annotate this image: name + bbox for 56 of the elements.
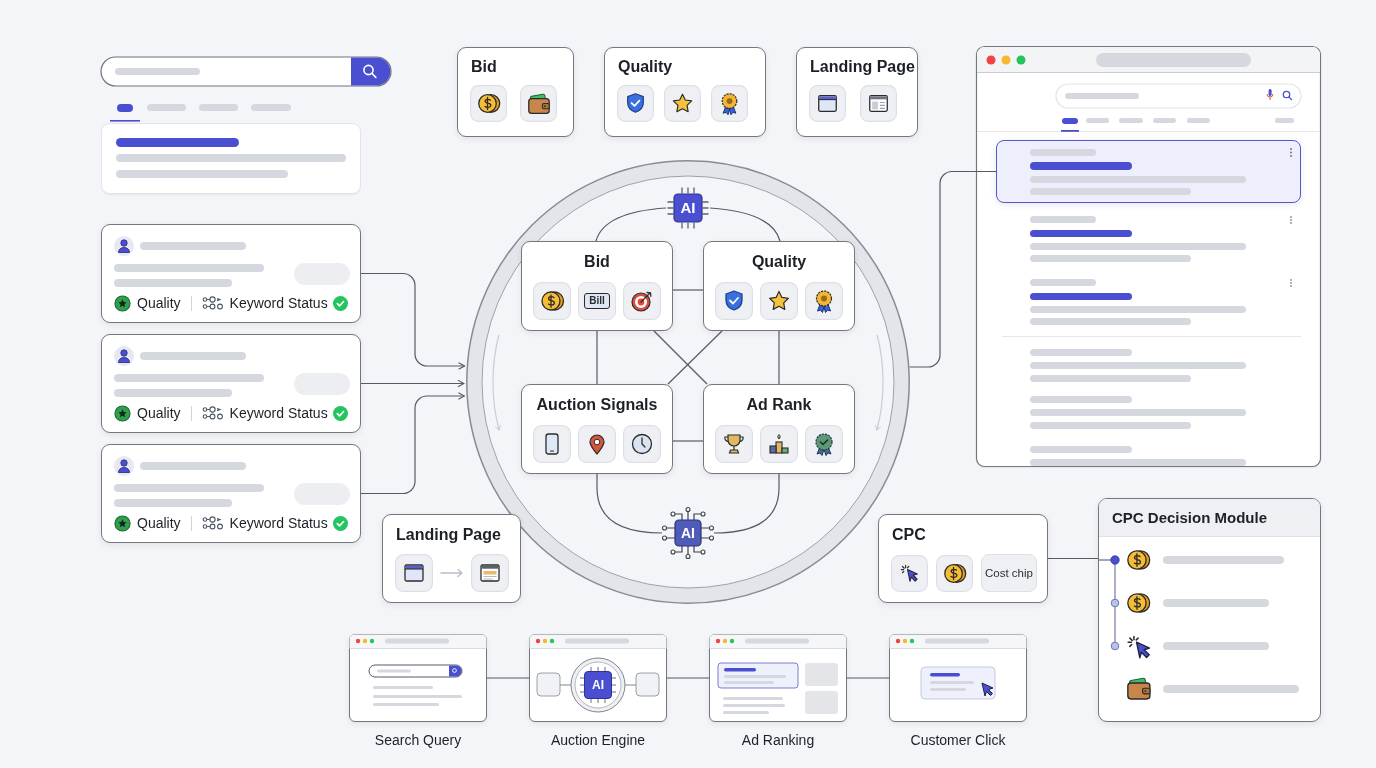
connector-line xyxy=(595,207,667,242)
info-card xyxy=(796,47,918,137)
status-label: Keyword Status xyxy=(229,404,328,422)
window-caption: Ad Ranking xyxy=(741,732,815,749)
connector-line xyxy=(666,677,710,679)
window-caption: Auction Engine xyxy=(550,732,646,749)
card-title: Quality xyxy=(751,252,807,272)
connector-line xyxy=(709,207,781,242)
connector-line xyxy=(596,330,598,385)
ai-chip: AI xyxy=(662,507,714,559)
arrow xyxy=(360,392,466,495)
connector-line xyxy=(596,473,663,534)
connector-line xyxy=(908,170,997,368)
factor-label: Quality xyxy=(137,294,181,312)
info-card xyxy=(457,47,574,137)
arrow xyxy=(360,379,465,388)
status-label: Keyword Status xyxy=(229,514,328,532)
cost-chip: Cost chip xyxy=(981,554,1037,592)
connector-line xyxy=(653,330,708,385)
info-card xyxy=(382,514,521,603)
connector-line xyxy=(713,473,780,534)
card-title: Ad Rank xyxy=(746,395,812,415)
connector-line xyxy=(486,677,530,679)
arrow xyxy=(360,272,466,370)
bill-ticket: Bill xyxy=(578,282,616,320)
keyword-card xyxy=(101,224,361,323)
connector-line xyxy=(778,330,780,385)
card-title: Landing Page xyxy=(396,525,501,545)
connector-line xyxy=(846,677,890,679)
info-card xyxy=(521,241,673,331)
factor-label: Quality xyxy=(137,404,181,422)
card-title: Bid xyxy=(471,57,497,77)
card-title: CPC xyxy=(892,525,926,545)
keyword-card xyxy=(101,334,361,433)
window-caption: Search Query xyxy=(374,732,462,749)
connector-line xyxy=(672,440,704,442)
info-card xyxy=(703,241,855,331)
info-card xyxy=(521,384,673,474)
connector-line xyxy=(672,289,704,291)
ai-chip: AI xyxy=(666,186,710,230)
module-title: CPC Decision Module xyxy=(1099,499,1320,537)
card-title: Bid xyxy=(584,252,610,272)
keyword-card xyxy=(101,444,361,543)
card-title: Auction Signals xyxy=(536,395,658,415)
factor-label: Quality xyxy=(137,514,181,532)
info-card xyxy=(604,47,766,137)
info-card xyxy=(703,384,855,474)
chip-label: AI xyxy=(584,671,612,699)
module-panel xyxy=(1098,498,1321,722)
info-card xyxy=(878,514,1048,603)
card-title: Landing Page xyxy=(810,57,915,77)
window-caption: Customer Click xyxy=(910,732,1006,749)
status-label: Keyword Status xyxy=(229,294,328,312)
card-title: Quality xyxy=(618,57,673,77)
connector-line xyxy=(1047,557,1099,560)
connector-line xyxy=(667,330,723,385)
